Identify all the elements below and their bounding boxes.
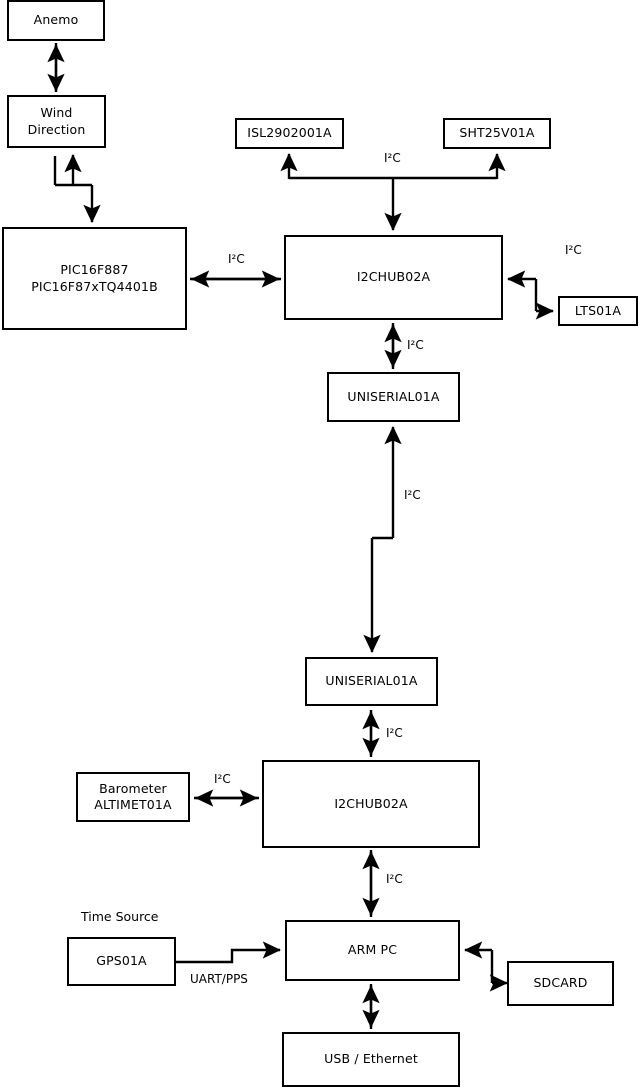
node-i2chub02a-bottom-label: I2CHUB02A [334,795,408,811]
node-pic-mcu-label: PIC16F887 PIC16F87xTQ4401B [31,262,158,294]
node-gps01a-label: GPS01A [96,953,147,969]
node-anemo-label: Anemo [33,12,79,28]
node-usb-ethernet[interactable]: USB / Ethernet [282,1032,460,1087]
label-i2c-barometer: I²C [214,772,231,786]
node-sdcard-label: SDCARD [533,975,588,991]
node-gps01a[interactable]: GPS01A [67,937,176,986]
label-i2c-hub2-arm: I²C [386,872,403,886]
label-i2c-uniserial-link: I²C [404,488,421,502]
node-wind-direction[interactable]: Wind Direction [7,95,106,148]
node-lts01a[interactable]: LTS01A [558,296,638,326]
label-i2c-hub-uniserial: I²C [407,338,424,352]
label-time-source: Time Source [81,909,159,924]
node-sdcard[interactable]: SDCARD [507,961,614,1006]
node-i2chub02a-top-label: I2CHUB02A [356,269,431,285]
label-i2c-pic-hub: I²C [228,252,245,266]
node-usb-ethernet-label: USB / Ethernet [324,1051,418,1067]
connector-gps-to-arm [176,941,281,964]
node-i2chub02a-top[interactable]: I2CHUB02A [284,235,503,320]
label-i2c-sensor-bus: I²C [384,151,401,165]
node-arm-pc-label: ARM PC [347,942,398,958]
node-barometer-altimet01a-label: Barometer ALTIMET01A [94,780,172,813]
node-sht25v01a-label: SHT25V01A [459,125,535,141]
node-sht25v01a[interactable]: SHT25V01A [443,118,551,149]
node-wind-direction-label: Wind Direction [27,105,86,137]
node-uniserial01a-bottom-label: UNISERIAL01A [325,673,418,689]
node-barometer-altimet01a[interactable]: Barometer ALTIMET01A [76,772,190,822]
node-uniserial01a-top[interactable]: UNISERIAL01A [327,372,460,422]
node-uniserial01a-bottom[interactable]: UNISERIAL01A [305,657,438,706]
node-pic-mcu[interactable]: PIC16F887 PIC16F87xTQ4401B [2,227,187,330]
node-arm-pc[interactable]: ARM PC [285,920,460,981]
node-anemo[interactable]: Anemo [7,0,105,41]
node-isl2902001a-label: ISL2902001A [247,125,332,141]
node-lts01a-label: LTS01A [574,302,622,318]
node-isl2902001a[interactable]: ISL2902001A [235,118,344,149]
node-uniserial01a-top-label: UNISERIAL01A [347,388,440,404]
label-i2c-uniserial-hub2: I²C [386,726,403,740]
label-i2c-lts: I²C [565,243,582,257]
node-i2chub02a-bottom[interactable]: I2CHUB02A [262,760,480,848]
label-uart-pps: UART/PPS [190,972,248,986]
